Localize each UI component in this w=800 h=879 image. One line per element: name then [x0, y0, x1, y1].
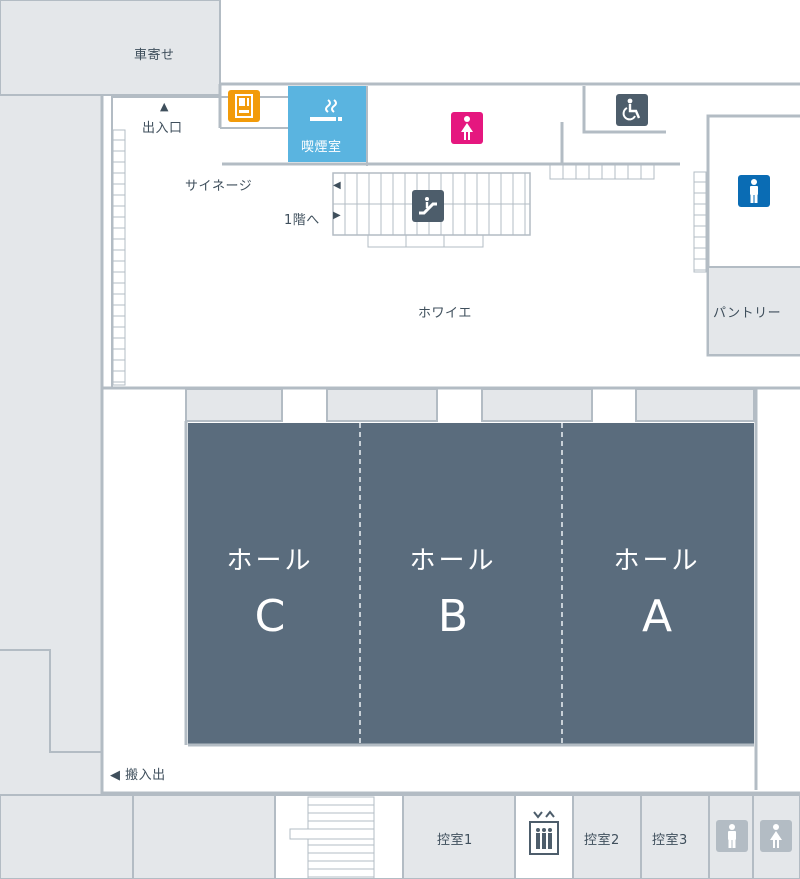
pantry-room	[709, 268, 800, 354]
drop-off-area	[0, 0, 221, 96]
escalator-right-arrow: ▶	[333, 210, 342, 221]
storage-2	[326, 388, 438, 422]
left-wall-pattern	[112, 129, 126, 386]
room-bottom-left-2	[132, 794, 276, 879]
loading-label: ◀ 搬入出	[110, 768, 166, 783]
restroom-icon	[760, 820, 792, 852]
hall-a	[562, 423, 754, 744]
to-floor1-label: 1階へ	[284, 213, 320, 228]
waiting-room-2-label: 控室2	[584, 833, 620, 848]
outer-wall-left	[0, 649, 102, 753]
waiting-room-2-area	[572, 794, 642, 879]
elevator-icon	[526, 808, 562, 858]
pantry-label: パントリー	[713, 306, 782, 321]
vending-machine-icon	[228, 90, 260, 122]
waiting-room-3-label: 控室3	[652, 833, 688, 848]
smoking-room	[288, 86, 366, 162]
drop-off-label: 車寄せ	[134, 48, 175, 63]
hall-b-prefix: ホール	[409, 546, 497, 576]
storage-4	[635, 388, 755, 422]
male-restroom-icon	[738, 175, 770, 207]
female-restroom-icon	[451, 112, 483, 144]
hall-b	[360, 423, 562, 744]
hall-b-letter: B	[437, 591, 469, 642]
hall-a-letter: A	[641, 591, 673, 642]
smoking-room-label: 喫煙室	[301, 140, 342, 155]
hall-c	[188, 423, 360, 744]
entrance-arrow: ▲	[160, 100, 169, 113]
hall-a-label: ホール A	[567, 540, 747, 642]
hall-c-letter: C	[254, 591, 286, 642]
foyer-label: ホワイエ	[418, 306, 472, 321]
waiting-room-1-label: 控室1	[437, 833, 473, 848]
storage-3	[481, 388, 593, 422]
restroom-icon	[716, 820, 748, 852]
entrance-label: 出入口	[142, 121, 183, 136]
escalator-left-arrow: ◀	[333, 180, 342, 191]
storage-1	[185, 388, 283, 422]
hall-a-prefix: ホール	[613, 546, 701, 576]
escalator-icon	[412, 190, 444, 222]
hall-c-prefix: ホール	[226, 546, 314, 576]
signage-label: サイネージ	[185, 179, 253, 194]
hall-b-label: ホール B	[363, 540, 543, 642]
smoking-icon	[304, 96, 348, 128]
waiting-room-1-area	[402, 794, 516, 879]
hall-c-label: ホール C	[180, 540, 360, 642]
accessible-restroom-icon	[616, 94, 648, 126]
room-bottom-left-1	[0, 794, 134, 879]
